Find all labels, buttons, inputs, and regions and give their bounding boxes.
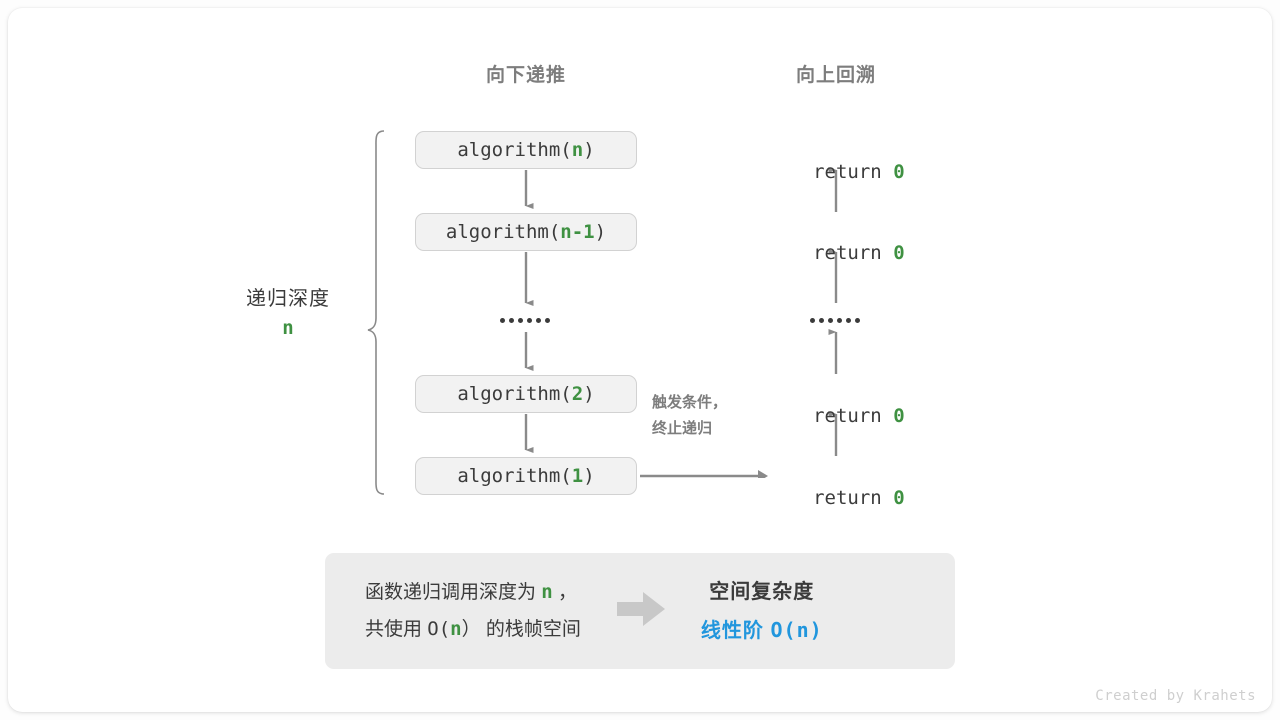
trigger-condition-label: 触发条件， 终止递归 <box>652 390 727 442</box>
return-value: 0 <box>893 161 905 183</box>
column-title-down: 向下递推 <box>485 65 566 86</box>
call-box-arg: 2 <box>571 383 584 405</box>
depth-label-value: n <box>282 317 294 339</box>
summary-conclusion: 空间复杂度 线性阶 O(n) <box>701 573 823 650</box>
dot <box>518 318 523 323</box>
summary-line2-o: O( <box>427 618 451 640</box>
summary-title: 空间复杂度 <box>709 580 815 603</box>
call-box-n: algorithm(n) <box>415 131 637 169</box>
return-value: 0 <box>893 242 905 264</box>
return-keyword: return <box>813 487 894 509</box>
summary-value: 线性阶 O(n) <box>701 611 823 650</box>
dot <box>509 318 514 323</box>
call-box-suffix: ) <box>583 383 595 405</box>
dot <box>536 318 541 323</box>
return-keyword: return <box>813 405 894 427</box>
recursion-depth-label: 递归深度 n <box>208 282 368 339</box>
call-box-prefix: algorithm( <box>457 465 572 487</box>
ellipsis-right <box>810 318 860 323</box>
trigger-line-1: 触发条件， <box>652 394 728 411</box>
column-title-up: 向上回溯 <box>795 65 876 86</box>
dot <box>545 318 550 323</box>
call-box-2: algorithm(2) <box>415 375 637 413</box>
dot <box>500 318 505 323</box>
call-box-prefix: algorithm( <box>457 139 572 161</box>
depth-label-text: 递归深度 <box>246 288 330 310</box>
right-block-arrow-icon <box>615 589 667 634</box>
summary-line2-n: n <box>450 618 462 640</box>
call-box-arg: n <box>571 139 584 161</box>
call-box-1: algorithm(1) <box>415 457 637 495</box>
credit-text: Created by Krahets <box>1095 688 1256 704</box>
call-box-suffix: ) <box>583 465 595 487</box>
return-keyword: return <box>813 242 894 264</box>
dot <box>855 318 860 323</box>
summary-value-text: 线性阶 <box>700 619 771 642</box>
call-box-arg: 1 <box>571 465 584 487</box>
return-stmt-3: return 0 <box>756 383 916 449</box>
return-keyword: return <box>813 161 894 183</box>
summary-value-mono: O(n) <box>770 617 823 642</box>
return-value: 0 <box>893 487 905 509</box>
dot <box>819 318 824 323</box>
summary-line1-prefix: 函数递归调用深度为 <box>365 582 542 603</box>
dot <box>810 318 815 323</box>
dot <box>527 318 532 323</box>
return-stmt-2: return 0 <box>756 220 916 286</box>
dot <box>846 318 851 323</box>
summary-line2-close: ） <box>461 619 481 640</box>
call-box-suffix: ) <box>594 221 607 243</box>
return-stmt-1: return 0 <box>756 139 916 205</box>
summary-line1-suffix: ， <box>552 582 578 603</box>
return-value: 0 <box>893 405 905 427</box>
call-box-prefix: algorithm( <box>445 221 561 243</box>
call-box-arg: n-1 <box>560 221 595 243</box>
dot <box>837 318 842 323</box>
call-box-n-1: algorithm(n-1) <box>415 213 637 251</box>
trigger-line-2: 终止递归 <box>652 420 713 437</box>
summary-line1-n: n <box>541 581 553 603</box>
summary-line2-suffix: 的栈帧空间 <box>480 619 581 640</box>
dot <box>828 318 833 323</box>
summary-line2-prefix: 共使用 <box>365 619 428 640</box>
return-stmt-4: return 0 <box>756 465 916 531</box>
call-box-prefix: algorithm( <box>457 383 572 405</box>
summary-description: 函数递归调用深度为 n ，共使用 O(n） 的栈帧空间 <box>365 574 581 648</box>
call-box-suffix: ) <box>583 139 595 161</box>
ellipsis-left <box>500 318 550 323</box>
summary-panel: 函数递归调用深度为 n ，共使用 O(n） 的栈帧空间 空间复杂度 线性阶 O(… <box>325 553 955 669</box>
